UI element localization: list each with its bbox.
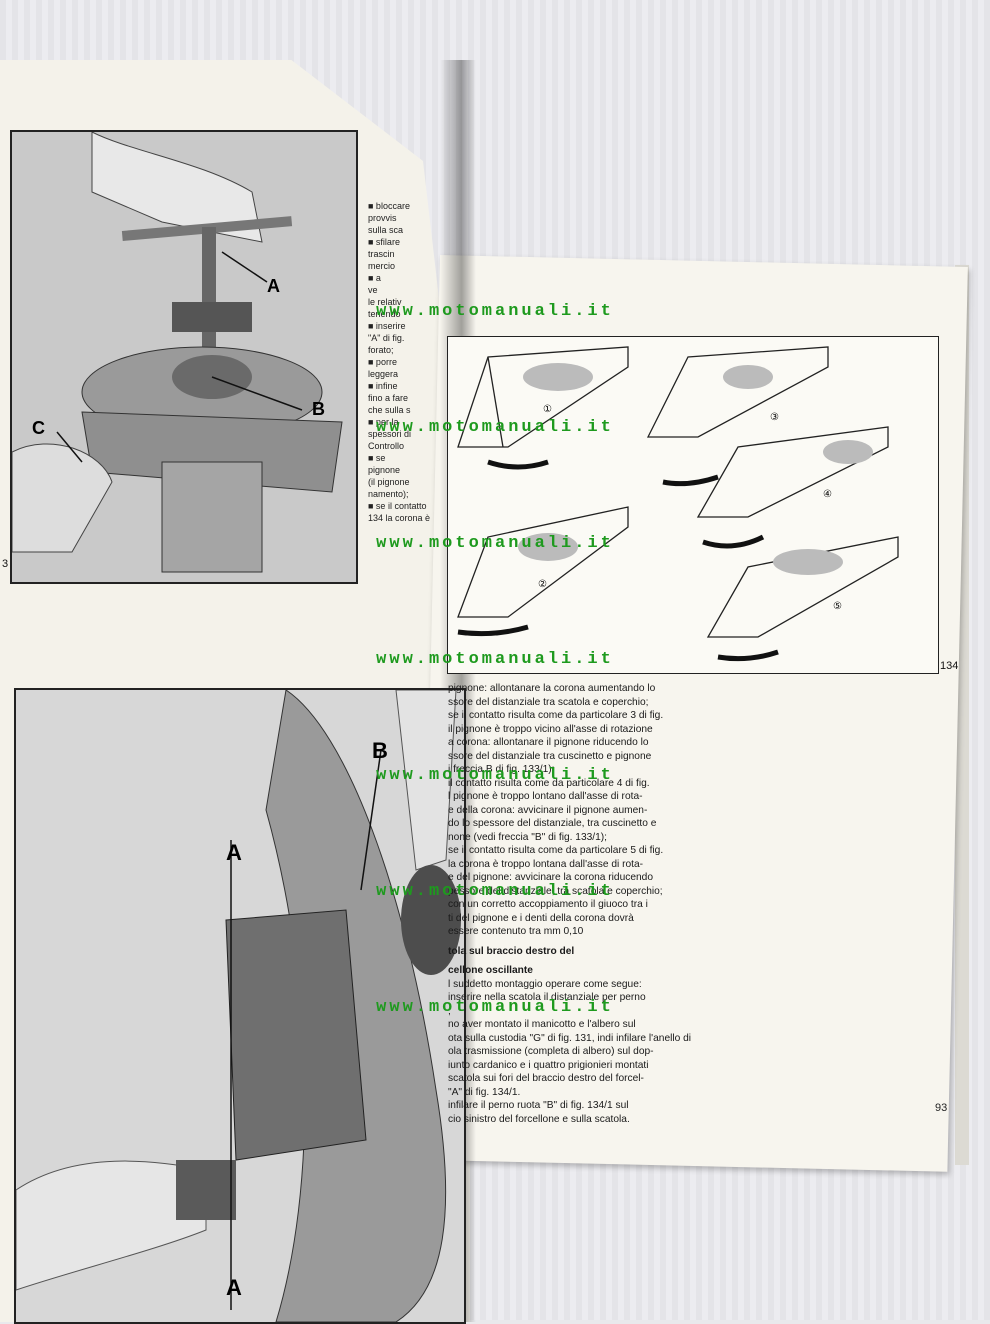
body-line: pessore del distanziale, tra scatola e c… [448,885,663,897]
body-line: il contatto risulta come da particolare … [448,777,650,789]
left-column-line: fino a fare [368,393,409,403]
diagram-label-4: ④ [823,489,832,500]
body-line: e della corona: avvicinare il pignone au… [448,804,648,816]
figure-133-number: 3 [2,558,9,570]
body-line: cio sinistro del forcellone e sulla scat… [448,1113,630,1125]
diagram-label-3: ③ [770,412,779,423]
watermark-3: www.motomanuali.it [376,534,614,553]
diagram-label-1: ① [543,404,552,415]
figure-133-label-a: A [267,276,280,296]
body-line: l pignone è troppo lontano dall'asse di … [448,791,643,802]
body-line: ota sulla custodia "G" di fig. 131, indi… [448,1032,692,1044]
left-column-line: spessori di [368,429,412,439]
diagram-label-5: ⑤ [833,601,842,612]
body-line: la corona è troppo lontana dall'asse di … [448,858,644,870]
body-line: no aver montato il manicotto e l'albero … [448,1019,636,1030]
watermark-4: www.motomanuali.it [376,650,614,669]
left-column-line: provvis [368,213,397,223]
body-line: inserire nella scatola il distanziale pe… [448,992,646,1003]
left-column-line: che sulla s [368,405,411,415]
figure-133-label-b: B [312,399,325,419]
page-number: 93 [935,1102,948,1114]
left-column-line: Controllo [368,441,405,451]
figure-135-label-a-top: A [226,840,242,865]
left-column-line: ■ per la [368,417,399,427]
body-line: scatola sui fori del braccio destro del … [448,1073,644,1084]
left-column-line: 134 la corona è [368,513,431,523]
figure-134-diagram: ① ② ③ ④ ⑤ [447,336,939,674]
watermark-7: www.motomanuali.it [376,998,614,1017]
left-column-line: le relativ [368,297,402,307]
left-column-line: namento); [368,489,409,499]
left-column-line: sulla sca [368,225,404,235]
figure-133-label-c: C [32,418,45,438]
body-line: none (vedi freccia "B" di fig. 133/1); [448,831,607,843]
body-line: a corona: allontanare il pignone riducen… [448,737,649,748]
left-column-line: "A" di fig. [368,333,405,343]
body-line: "A" di fig. 134/1. [448,1086,521,1098]
left-column-line: pignone [368,465,401,475]
left-column-line: trascin [368,249,395,259]
left-column-line: ve [368,285,378,295]
figure-135-photo: A A B [14,688,466,1324]
left-column-line: ■ inserire [368,321,406,331]
left-column-line: ■ porre [368,357,397,367]
watermark-1: www.motomanuali.it [376,302,614,321]
body-line: do lo spessore del distanziale, tra cusc… [448,818,657,829]
watermark-6: www.motomanuali.it [376,882,614,901]
left-column-line: mercio [368,261,396,271]
body-line: i freccia B di fig. 133/1); [448,764,555,775]
body-line: ssore del distanziale tra scatola e cope… [448,696,649,708]
left-column-line: (il pignone [368,477,410,487]
left-column-line: ■ se [368,453,386,463]
watermark-2: www.motomanuali.it [376,418,614,437]
figure-133-photo: A B C [10,130,358,584]
body-line: e del pignone: avvicinare la corona ridu… [448,872,654,883]
figure-135-label-a-bottom: A [226,1275,242,1300]
body-line: l suddetto montaggio operare come segue: [448,978,642,990]
body-line: se il contatto risulta come da particola… [448,845,664,856]
body-line: ; [448,1005,451,1017]
body-line: con un corretto accoppiamento il giuoco … [448,899,648,910]
left-column-line: ■ bloccare [368,201,410,211]
section-heading: tola sul braccio destro del [448,945,575,957]
body-line: infilare il perno ruota "B" di fig. 134/… [448,1100,629,1111]
watermark-5: www.motomanuali.it [376,766,614,785]
section-heading: cellone oscillante [448,965,533,976]
left-column-line: ■ infine [368,381,398,391]
body-line: essere contenuto tra mm 0,10 [448,926,584,937]
body-line: se il contatto risulta come da particola… [448,710,664,721]
body-line: pignone: allontanare la corona aumentand… [448,683,656,694]
left-column-line: leggera [368,369,399,379]
body-text: pignone: allontanare la corona aumentand… [448,682,720,1126]
body-line: il pignone è troppo vicino all'asse di r… [448,723,653,735]
left-column-line: ■ se il contatto [368,501,427,511]
left-column-line: tenendo [368,309,401,319]
body-line: iunto cardanico e i quattro prigionieri … [448,1059,649,1071]
diagram-label-2: ② [538,579,547,590]
body-line: ti del pignone e i denti della corona do… [448,912,634,924]
left-column-text: ■ bloccare provvis sulla sca ■ sfilare trasc… [368,200,434,524]
left-column-line: ■ a [368,273,381,283]
body-line: ola trasmissione (completa di albero) su… [448,1046,654,1057]
body-line: ssore del distanziale tra cuscinetto e p… [448,750,652,762]
left-column-line: forato; [368,345,394,355]
figure-134-number: 134 [940,660,959,672]
figure-135-label-b: B [372,738,388,763]
left-column-line: ■ sfilare [368,237,400,247]
